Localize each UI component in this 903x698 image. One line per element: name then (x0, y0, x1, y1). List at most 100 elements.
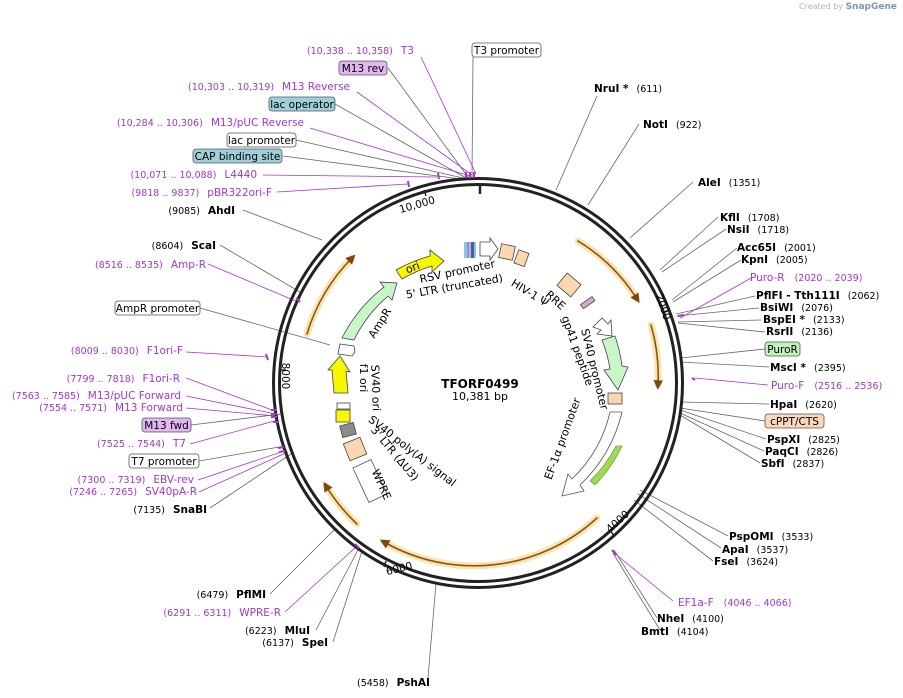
enzyme-label[interactable]: (6479)PflMI (197, 589, 266, 601)
enzyme-label[interactable]: ApaI(3537) (722, 544, 788, 556)
enzyme-label[interactable]: PaqCI(2826) (765, 446, 838, 458)
enzyme-label[interactable]: KflI(1708) (720, 212, 779, 224)
orf-arc (322, 481, 361, 528)
primer-markers (265, 172, 696, 556)
feature-f1-ori (327, 355, 351, 394)
feature-box-t3-promoter[interactable]: T3 promoter (471, 42, 542, 58)
enzyme-label[interactable]: HpaI(2620) (770, 399, 837, 411)
feature-box-t7-promoter[interactable]: T7 promoter (128, 453, 200, 469)
primer-label[interactable]: (7300 .. 7319)EBV-rev (78, 474, 195, 486)
enzyme-label[interactable]: AleI(1351) (698, 177, 760, 189)
primer-label[interactable]: (7563 .. 7585)M13/pUC Forward (12, 390, 181, 402)
enzyme-label[interactable]: (7135)SnaBI (133, 504, 207, 516)
feature-sv40-polya (339, 421, 357, 439)
enzyme-label[interactable]: NruI *(611) (594, 83, 662, 95)
primer-label[interactable]: (7525 .. 7544)T7 (97, 438, 186, 450)
enzyme-label[interactable]: FseI(3624) (714, 556, 778, 568)
primer-label[interactable]: (10,071 .. 10,088)L4440 (130, 169, 257, 181)
feature-ampr-promoter (337, 343, 356, 357)
feature-box-m13-fwd[interactable]: M13 fwd (141, 417, 192, 433)
enzyme-label[interactable]: BspEI *(2133) (763, 314, 845, 326)
feature-ori (395, 249, 445, 280)
feature-box-puror[interactable]: PuroR (764, 341, 801, 357)
enzyme-label[interactable]: RsrII(2136) (766, 326, 833, 338)
feature-5-ltr (498, 243, 516, 261)
feature-box-label: PuroR (767, 344, 798, 356)
label-hiv-psi: HIV-1 Ψ (509, 277, 551, 310)
feature-cppt (607, 392, 623, 405)
primer-label[interactable]: (10,303 .. 10,319)M13 Reverse (188, 81, 350, 93)
enzyme-label[interactable]: (5458)PshAI (357, 677, 430, 689)
feature-ef1a-inner (589, 445, 623, 486)
enzyme-label[interactable]: BmtI(4104) (641, 626, 708, 638)
enzyme-label[interactable]: (9085)AhdI (168, 205, 235, 217)
primer-label[interactable]: Puro-R(2020 .. 2039) (750, 272, 862, 284)
feature-top-stripes (464, 242, 476, 258)
feature-box-label: lac operator (270, 99, 334, 111)
primer-label[interactable]: (8516 .. 8535)Amp-R (95, 259, 206, 271)
enzyme-label[interactable]: NheI(4100) (657, 613, 724, 625)
inner-features (327, 236, 629, 503)
feature-hiv-psi (513, 249, 530, 268)
feature-box-lac-operator[interactable]: lac operator (268, 96, 336, 112)
primer-label[interactable]: EF1a-F(4046 .. 4066) (678, 597, 791, 609)
feature-box-label: M13 rev (342, 63, 385, 75)
orf-arc (379, 514, 601, 570)
feature-box-label: T7 promoter (130, 456, 197, 468)
plasmid-size: 10,381 bp (452, 390, 508, 403)
feature-box-lac-promoter[interactable]: lac promoter (226, 132, 297, 148)
feature-box-label: AmpR promoter (116, 303, 200, 315)
feature-box-label: T3 promoter (473, 45, 540, 57)
feature-box-label: cPPT/CTS (770, 416, 819, 428)
feature-sv40-promoter (592, 317, 613, 337)
feature-box-m13-rev[interactable]: M13 rev (338, 60, 388, 76)
enzyme-label[interactable]: PspOMI(3533) (729, 531, 813, 543)
enzymes-right: NruI *(611) NotI(922) AleI(1351) KflI(17… (357, 83, 879, 689)
primer-label[interactable]: (10,284 .. 10,306)M13/pUC Reverse (117, 117, 304, 129)
primer-label[interactable]: Puro-F(2516 .. 2536) (771, 380, 882, 392)
ruler-label: 2000 (653, 293, 673, 322)
feature-rre (556, 272, 582, 298)
enzyme-label[interactable]: (8604)ScaI (152, 240, 216, 252)
enzyme-label[interactable]: KpnI(2005) (741, 254, 808, 266)
backbone (272, 177, 684, 589)
enzyme-label[interactable]: SbfI(2837) (761, 458, 824, 470)
enzyme-label[interactable]: BsiWI(2076) (760, 302, 833, 314)
label-sv40ori: SV40 ori (368, 365, 383, 412)
feature-box-label: lac promoter (228, 135, 296, 147)
watermark-prefix: Created by (799, 2, 844, 11)
enzyme-label[interactable]: (6223)MluI (245, 625, 310, 637)
primers-left: (10,338 .. 10,358)T3 (10,303 .. 10,319)M… (12, 45, 414, 619)
feature-box-label: CAP binding site (195, 151, 281, 163)
primer-label[interactable]: (7246 .. 7265)SV40pA-R (69, 486, 197, 498)
enzyme-label[interactable]: NsiI(1718) (727, 224, 789, 236)
feature-box-cap-binding-site[interactable]: CAP binding site (192, 148, 283, 164)
primer-label[interactable]: (7554 .. 7571)M13 Forward (39, 402, 183, 414)
feature-3-ltr (342, 436, 368, 462)
feature-small-white (336, 402, 351, 410)
label-f1ori: f1 ori (357, 364, 370, 393)
feature-sv40-ori (335, 409, 351, 423)
feature-puror (601, 335, 629, 391)
feature-box-label: M13 fwd (144, 420, 189, 432)
orf-arcs (303, 237, 664, 570)
primer-label[interactable]: (7799 .. 7818)F1ori-R (67, 373, 180, 385)
feature-box-ampr-promoter[interactable]: AmpR promoter (114, 300, 201, 316)
primer-label[interactable]: (8009 .. 8030)F1ori-F (71, 345, 183, 357)
enzyme-label[interactable]: Acc65I(2001) (737, 242, 816, 254)
enzymes-left: (9085)AhdI (8604)ScaI (7135)SnaBI (6479)… (133, 205, 328, 649)
enzyme-label[interactable]: NotI(922) (643, 119, 701, 131)
leader-lines (190, 56, 770, 679)
primer-label[interactable]: (10,338 .. 10,358)T3 (307, 45, 414, 57)
primer-label[interactable]: (9818 .. 9837)pBR322ori-F (131, 187, 272, 199)
feature-wpre (352, 459, 388, 503)
primer-label[interactable]: (6291 .. 6311)WPRE-R (163, 607, 281, 619)
enzyme-label[interactable]: MscI *(2395) (770, 362, 846, 374)
enzyme-label[interactable]: (6137)SpeI (262, 637, 328, 649)
enzyme-label[interactable]: PspXI(2825) (767, 434, 840, 446)
enzyme-label[interactable]: PflFI - Tth111I(2062) (756, 290, 879, 302)
feature-box-cppt-cts[interactable]: cPPT/CTS (764, 413, 825, 429)
primer-leader-lines (185, 56, 769, 613)
feature-boxes: T3 promoter M13 rev lac operator lac pro… (114, 42, 825, 469)
